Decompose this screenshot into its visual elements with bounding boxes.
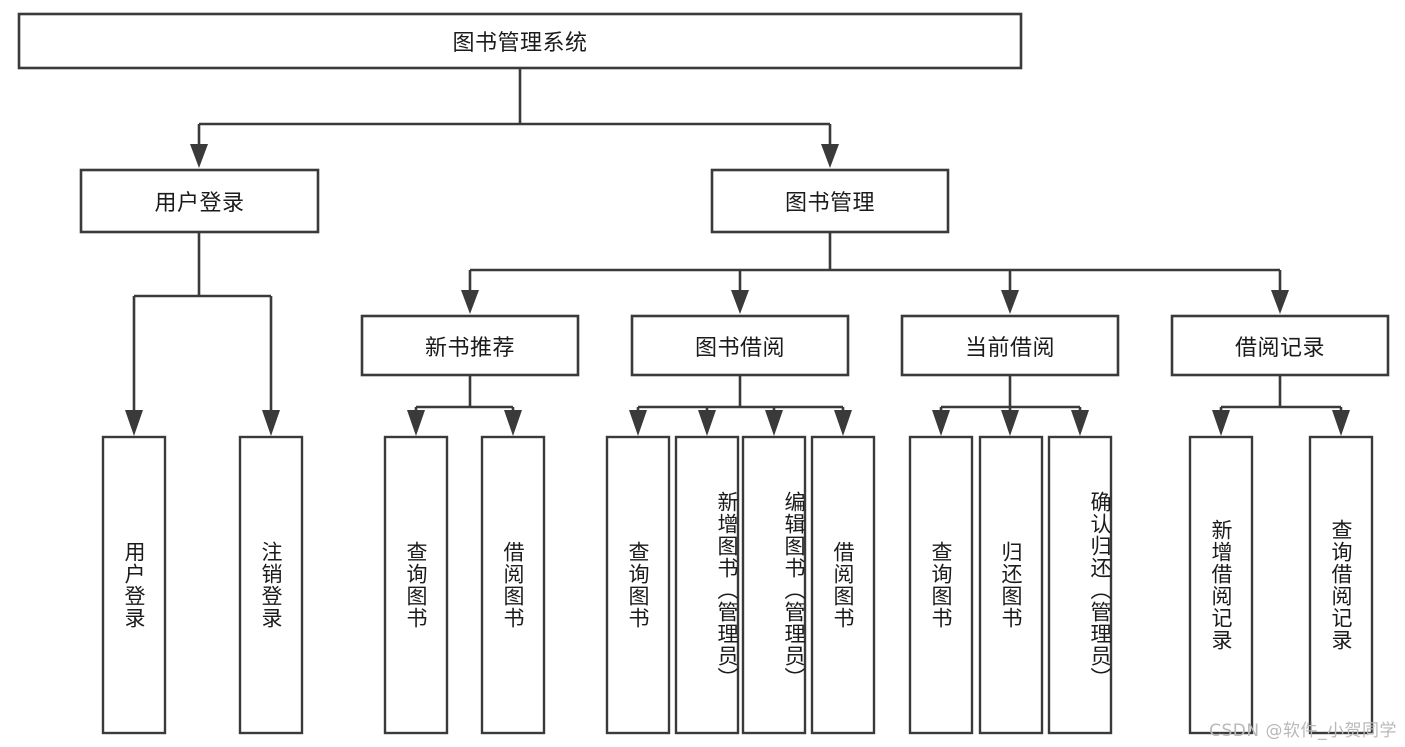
leaf-box-query-book-3[interactable] (908, 435, 974, 735)
leaf-box-add-book[interactable] (674, 435, 740, 735)
leaf-box-query-record[interactable] (1308, 435, 1374, 735)
connector-root-to-level2 (197, 68, 832, 148)
leaf-box-return-book[interactable] (978, 435, 1044, 735)
node-label-book-borrow: 图书借阅 (694, 335, 785, 361)
node-label-book-manage: 图书管理 (784, 191, 875, 216)
leaf-box-add-record[interactable] (1188, 435, 1254, 735)
arrow-head-to-leaf-user-login (125, 410, 143, 436)
arrow-head-to-leaf-borrow-book-2 (834, 410, 852, 436)
leaf-box-borrow-book-2[interactable] (810, 435, 876, 735)
leaf-box-borrow-book-1[interactable] (480, 435, 546, 735)
leaf-label-confirm-return: 确认归还（管理员） (1088, 491, 1112, 689)
leaf-box-query-book-1[interactable] (383, 435, 449, 735)
leaf-label-query-book-3: 查询图书 (929, 541, 954, 629)
leaf-label-query-book-2: 查询图书 (626, 541, 651, 629)
arrow-head-to-book-borrow (731, 290, 749, 314)
leaf-label-return-book: 归还图书 (999, 541, 1024, 629)
arrow-head-to-leaf-borrow-book-1 (504, 410, 522, 436)
connector-book-borrow-to-leaves (636, 375, 845, 414)
arrow-head-to-leaf-return-book (1001, 410, 1019, 436)
node-label-user-login: 用户登录 (154, 191, 245, 216)
leaf-label-add-record: 新增借阅记录 (1209, 519, 1234, 651)
connector-borrow-records-to-leaves (1219, 375, 1343, 414)
leaf-label-query-record: 查询借阅记录 (1329, 519, 1354, 651)
leaf-label-user-login: 用户登录 (122, 541, 147, 629)
arrow-head-to-leaf-query-record (1332, 410, 1350, 436)
leaf-label-borrow-book-2: 借阅图书 (831, 541, 856, 629)
node-box-user-login[interactable] (79, 168, 320, 234)
arrow-head-to-leaf-query-book-1 (407, 410, 425, 436)
node-box-current-borrow[interactable] (900, 314, 1120, 377)
arrow-head-to-leaf-query-book-2 (629, 410, 647, 436)
arrow-head-to-leaf-confirm-return (1071, 410, 1089, 436)
node-box-borrow-records[interactable] (1170, 314, 1390, 377)
arrow-head-to-leaf-add-record (1212, 410, 1230, 436)
connector-current-borrow-to-leaves (939, 375, 1082, 414)
connector-new-book-recommend-to-leaves (414, 375, 515, 414)
leaf-label-add-book: 新增图书（管理员） (715, 491, 739, 689)
leaf-box-confirm-return[interactable] (1047, 435, 1113, 735)
arrow-head-to-leaf-edit-book (765, 410, 783, 436)
leaf-box-user-login[interactable] (101, 435, 167, 735)
node-label-current-borrow: 当前借阅 (964, 335, 1055, 361)
node-label-root: 图书管理系统 (452, 31, 588, 56)
arrow-head-to-current-borrow (1001, 290, 1019, 314)
leaf-label-logout: 注销登录 (259, 541, 284, 629)
arrow-head-to-new-book-recommend (461, 290, 479, 314)
leaf-label-query-book-1: 查询图书 (404, 541, 429, 629)
leaf-label-edit-book: 编辑图书（管理员） (782, 491, 806, 689)
node-box-book-manage[interactable] (710, 168, 950, 234)
node-box-book-borrow[interactable] (630, 314, 850, 377)
leaf-box-logout[interactable] (238, 435, 304, 735)
arrow-head-to-leaf-logout (262, 410, 280, 436)
node-label-new-book-recommend: 新书推荐 (424, 335, 515, 361)
arrow-head-to-book-manage (821, 144, 839, 168)
arrow-head-to-leaf-add-book (698, 410, 716, 436)
arrow-head-to-borrow-records (1271, 290, 1289, 314)
node-box-new-book-recommend[interactable] (360, 314, 580, 377)
arrow-head-to-user-login (190, 144, 208, 168)
arrow-head-to-leaf-query-book-3 (932, 410, 950, 436)
node-box-root[interactable] (17, 12, 1023, 70)
leaf-box-query-book-2[interactable] (605, 435, 671, 735)
connector-user-login-to-leaves (132, 232, 273, 414)
leaf-label-borrow-book-1: 借阅图书 (501, 541, 526, 629)
leaf-box-edit-book[interactable] (741, 435, 807, 735)
connector-book-manage-to-level3 (468, 232, 1282, 294)
watermark-text: CSDN @软件_小贺同学 (1209, 721, 1397, 741)
node-label-borrow-records: 借阅记录 (1234, 335, 1325, 361)
